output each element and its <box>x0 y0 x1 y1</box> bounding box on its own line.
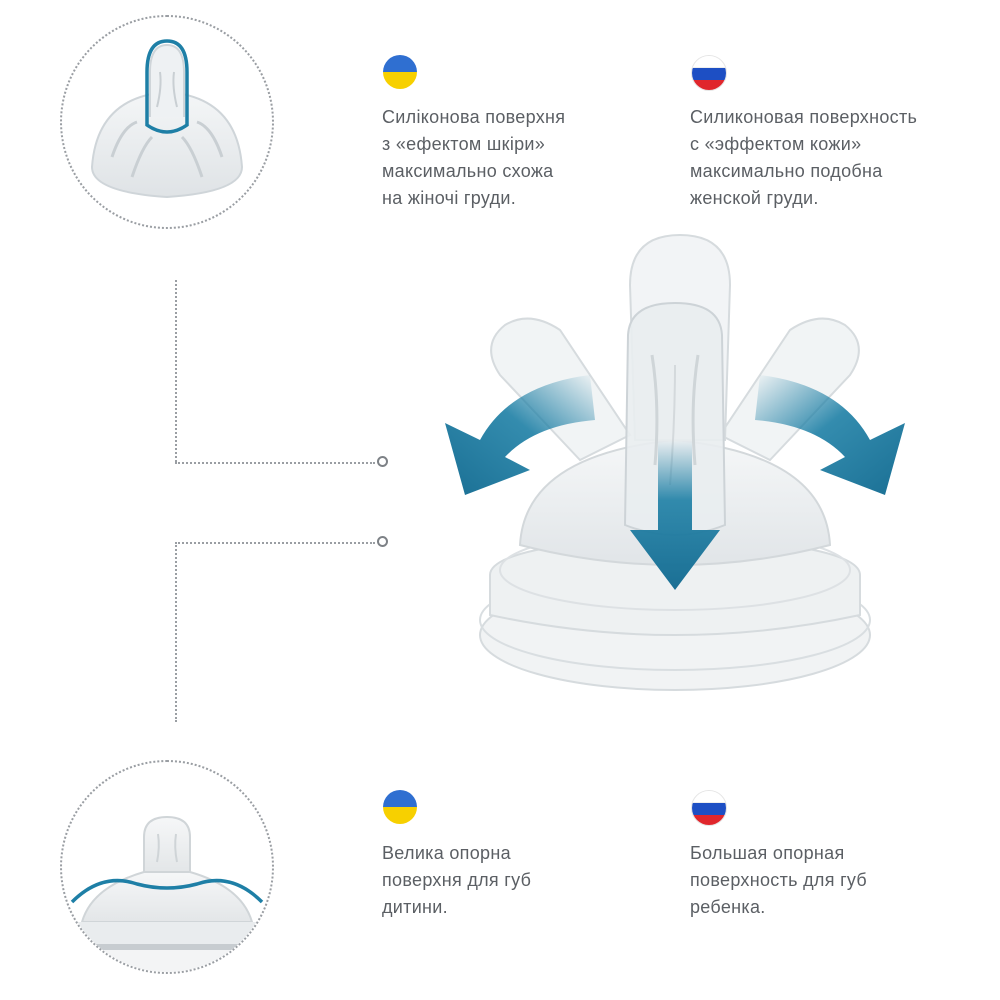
top-text-ru: Силиконовая поверхность с «эффектом кожи… <box>690 107 918 208</box>
flexible-nipple-icon <box>445 233 905 691</box>
top-text-ua: Силіконова поверхня з «ефектом шкіри» ма… <box>382 107 566 208</box>
connector-line-bottom-vertical <box>175 542 177 722</box>
connector-line-top-horizontal <box>175 462 375 464</box>
russia-flag-icon <box>691 55 727 91</box>
nipple-closeup-icon <box>90 39 244 199</box>
bottom-text-ua: Велика опорна поверхня для губ дитини. <box>382 843 532 917</box>
connector-end-bottom <box>377 536 388 547</box>
top-detail-circle <box>60 15 274 229</box>
russia-flag-icon <box>691 790 727 826</box>
connector-line-bottom-horizontal <box>175 542 375 544</box>
bottom-text-ru: Большая опорная поверхность для губ ребе… <box>690 843 868 917</box>
ukraine-flag-icon <box>383 55 417 89</box>
connector-line-top-vertical <box>175 280 177 462</box>
connector-end-top <box>377 456 388 467</box>
ukraine-flag-icon <box>383 790 417 824</box>
nipple-base-icon <box>67 815 267 972</box>
bottom-detail-circle <box>60 760 274 974</box>
